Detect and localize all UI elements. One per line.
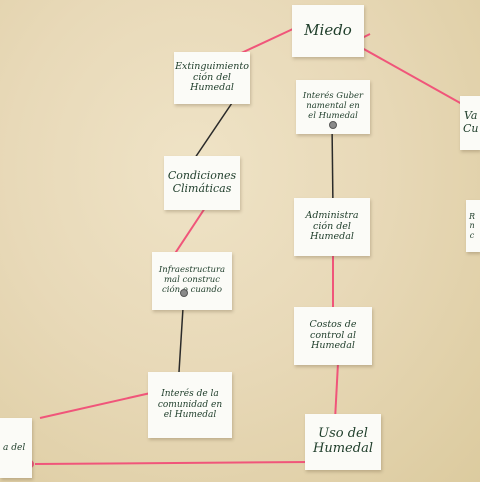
tack-infra (180, 289, 188, 297)
tack-interest-admin (329, 121, 337, 129)
yarn-costs-uso (334, 362, 339, 421)
note-right-partial-top: Va Cu (460, 96, 480, 150)
note-left-partial: a del (0, 418, 32, 478)
yarn-climate-infra (171, 207, 206, 259)
yarn-uso-left (34, 461, 311, 465)
pen-interest-admin (331, 121, 334, 211)
note-costs: Costos de control al Humedal (294, 307, 372, 365)
note-admin: Administra ción del Humedal (294, 198, 370, 256)
note-climate: Condiciones Climáticas (164, 156, 240, 210)
note-interest: Interés Guber namental en el Humedal (296, 80, 370, 134)
note-infra: Infraestructura mal construc ción o cuan… (152, 252, 232, 310)
note-extinction: Extinguimiento ción del Humedal (174, 52, 250, 104)
note-miedo: Miedo (292, 5, 364, 57)
yarn-right-branch (361, 47, 463, 105)
note-uso: Uso del Humedal (305, 414, 381, 470)
yarn-community-left (39, 391, 156, 419)
note-right-partial-mid: R n c (466, 200, 480, 252)
yarn-miedo-extinction (236, 27, 296, 56)
note-community: Interés de la comunidad en el Humedal (148, 372, 232, 438)
